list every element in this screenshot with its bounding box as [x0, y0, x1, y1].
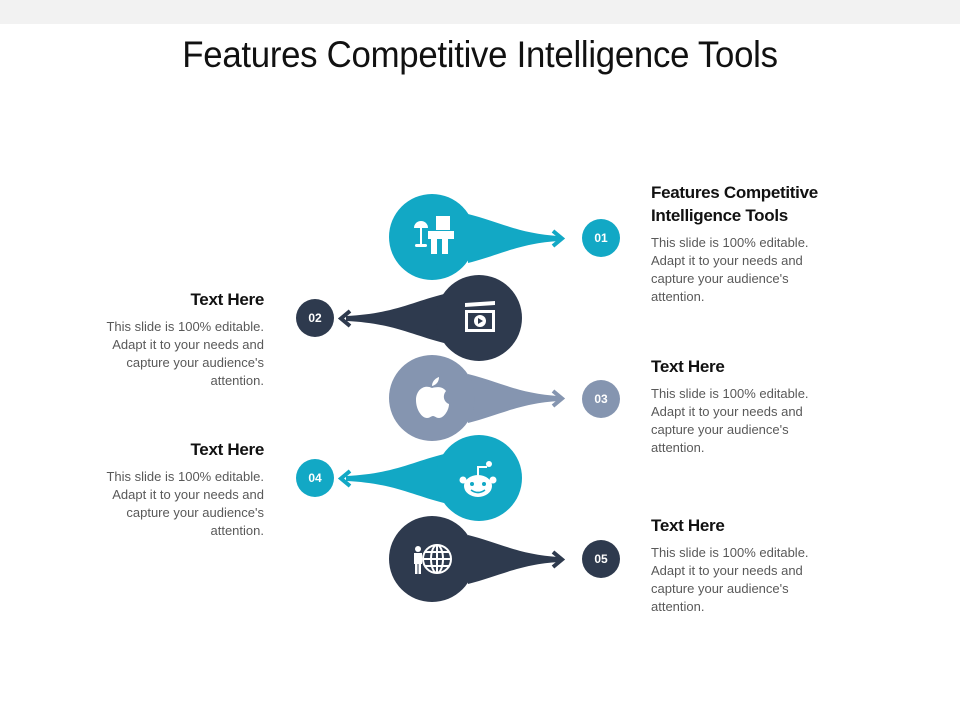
- top-bar: [0, 0, 960, 24]
- step-04-bubble: [337, 435, 522, 521]
- step-01-text-block: Features Competitive Intelligence Tools …: [651, 181, 861, 306]
- step-02-text-block: Text Here This slide is 100% editable. A…: [98, 288, 264, 390]
- step-04-text-block: Text Here This slide is 100% editable. A…: [98, 438, 264, 540]
- step-04-number-badge: 04: [296, 459, 334, 497]
- step-03-bubble: [389, 355, 566, 441]
- step-01-heading: Features Competitive Intelligence Tools: [651, 183, 818, 225]
- step-02-description: This slide is 100% editable. Adapt it to…: [106, 319, 264, 388]
- step-01-bubble: [389, 194, 566, 280]
- video-clapperboard-icon: [465, 301, 495, 332]
- lamp-and-box-icon: [414, 216, 454, 254]
- step-05-heading: Text Here: [651, 516, 725, 535]
- page-title: Features Competitive Intelligence Tools: [182, 34, 778, 75]
- step-04-description: This slide is 100% editable. Adapt it to…: [106, 469, 264, 538]
- step-05-bubble: [389, 516, 566, 602]
- step-05-text-block: Text Here This slide is 100% editable. A…: [651, 514, 816, 616]
- step-05-description: This slide is 100% editable. Adapt it to…: [651, 545, 809, 614]
- step-02-heading: Text Here: [190, 290, 264, 309]
- step-03-description: This slide is 100% editable. Adapt it to…: [651, 386, 809, 455]
- step-03-text-block: Text Here This slide is 100% editable. A…: [651, 355, 816, 457]
- apple-logo-icon: [416, 377, 449, 418]
- step-03-heading: Text Here: [651, 357, 725, 376]
- step-02-bubble: [337, 275, 522, 361]
- reddit-robot-icon: [459, 461, 497, 497]
- step-03-number-badge: 03: [582, 380, 620, 418]
- step-05-number-badge: 05: [582, 540, 620, 578]
- step-01-number-badge: 01: [582, 219, 620, 257]
- step-01-description: This slide is 100% editable. Adapt it to…: [651, 235, 809, 304]
- step-02-number-badge: 02: [296, 299, 334, 337]
- person-globe-icon: [414, 544, 452, 574]
- step-04-heading: Text Here: [190, 440, 264, 459]
